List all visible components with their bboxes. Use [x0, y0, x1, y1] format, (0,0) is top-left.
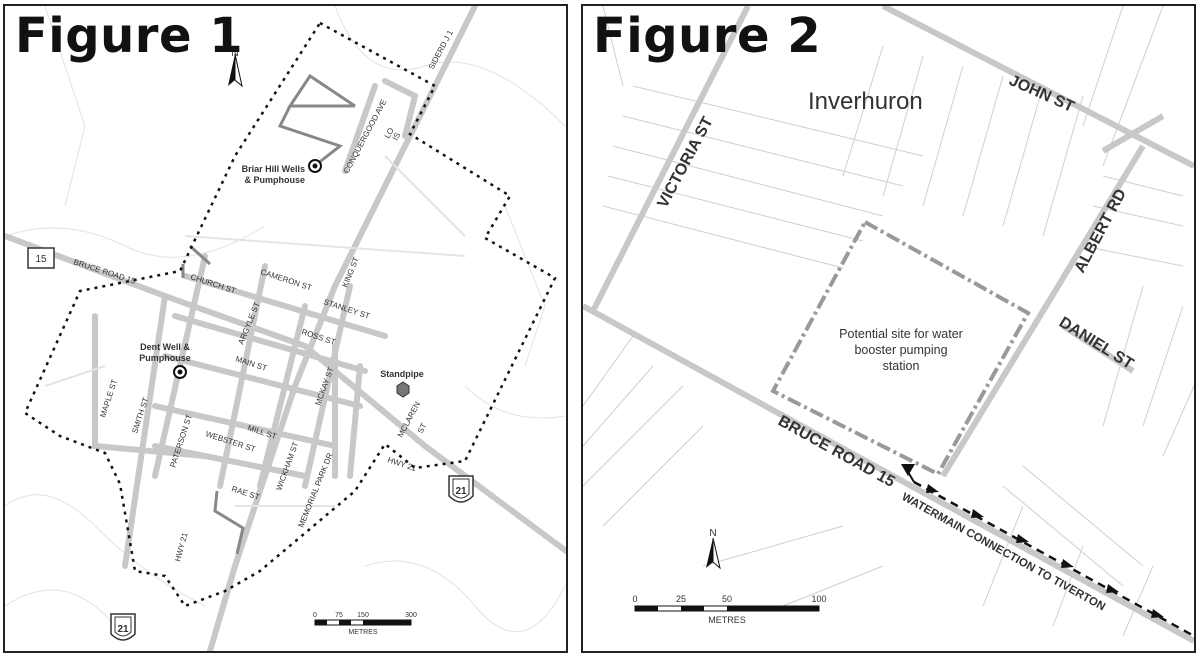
street-label-cameron: CAMERON ST — [259, 267, 313, 292]
site-label-1: Potential site for water — [839, 327, 963, 341]
standpipe-marker-icon — [396, 381, 410, 398]
scale-tick: 150 — [357, 612, 369, 619]
street-label-lois-1: LO — [383, 126, 396, 140]
potential-site-boundary — [770, 219, 1031, 477]
dent-label-1: Dent Well & — [140, 342, 190, 352]
parcel-lines — [583, 6, 1194, 637]
street-label-lois-2: IS — [391, 131, 402, 142]
settlement-boundary — [23, 21, 557, 608]
street-label-daniel: DANIEL ST — [1056, 314, 1137, 373]
highway-21-shield-icon — [110, 613, 136, 641]
figure-1-map: N Briar Hill Wells & Pumphouse Dent Well… — [5, 6, 566, 651]
highway-15-shield-icon — [27, 247, 55, 269]
street-label-bruce-road: BRUCE ROAD 15 — [72, 257, 137, 286]
road-network — [5, 6, 566, 651]
highway-21-shield-icon — [448, 475, 474, 503]
scale-tick: 300 — [405, 612, 417, 619]
highway-21-shield-label-a: 21 — [455, 486, 467, 497]
north-label: N — [231, 48, 238, 59]
road-network — [583, 6, 1194, 644]
street-label-hwy21-a: HWY 21 — [173, 531, 190, 562]
watermain-connection-line — [913, 480, 1194, 638]
watermain-lines — [181, 73, 356, 555]
north-arrow-icon — [228, 53, 243, 88]
highway-21-shield-label-b: 21 — [117, 624, 129, 635]
scale-tick: 25 — [676, 594, 686, 604]
figure-2-map: Inverhuron JOHN ST VICTORIA ST ALBERT RD… — [583, 6, 1194, 644]
place-label-inverhuron: Inverhuron — [808, 88, 923, 115]
standpipe-label: Standpipe — [380, 369, 424, 379]
north-label: N — [709, 528, 716, 539]
figure-2-title: Figure 2 — [593, 8, 822, 64]
scale-tick: 100 — [811, 594, 826, 604]
scale-unit: METRES — [348, 629, 378, 636]
connection-point-stem — [907, 471, 915, 483]
figure-2-panel: Figure 2 — [581, 4, 1196, 653]
dent-label-2: Pumphouse — [139, 353, 191, 363]
north-arrow-icon — [706, 537, 721, 570]
scale-tick: 0 — [313, 612, 317, 619]
minor-roads — [44, 155, 466, 507]
watermain-label: WATERMAIN CONNECTION TO TIVERTON — [900, 491, 1108, 613]
terrain-lines — [5, 6, 566, 633]
figure-1-panel: Figure 1 — [3, 4, 568, 653]
street-label-albert: ALBERT RD — [1072, 186, 1130, 276]
dent-well-marker-icon — [173, 365, 187, 379]
highway-15-shield-label: 15 — [35, 254, 47, 265]
street-label-main: MAIN ST — [234, 354, 268, 373]
briar-hill-well-marker-icon — [308, 159, 322, 173]
site-label-2: booster pumping — [854, 343, 947, 357]
street-label-memorial: MEMORIAL PARK DR — [297, 451, 335, 528]
street-label-john: JOHN ST — [1006, 72, 1076, 116]
street-label-maple: MAPLE ST — [98, 378, 119, 419]
street-label-wickham: WICKHAM ST — [274, 440, 300, 491]
scale-unit: METRES — [708, 615, 746, 625]
briar-hill-label-1: Briar Hill Wells — [242, 164, 305, 174]
scale-bar — [634, 605, 820, 612]
watermain-arrows — [926, 484, 1164, 618]
street-label-hwy21-b: HWY 21 — [386, 455, 417, 473]
figure-1-title: Figure 1 — [15, 8, 244, 64]
scale-tick: 50 — [722, 594, 732, 604]
scale-tick: 0 — [632, 594, 637, 604]
site-label-3: station — [883, 359, 920, 373]
connection-point-marker-icon — [901, 464, 915, 476]
scale-bar — [314, 619, 412, 626]
street-label-rae: RAE ST — [230, 484, 260, 502]
street-label-mclaren-2: ST — [416, 422, 429, 435]
briar-hill-label-2: & Pumphouse — [244, 175, 305, 185]
street-label-paterson: PATERSON ST — [168, 413, 194, 468]
scale-tick: 75 — [335, 612, 343, 619]
